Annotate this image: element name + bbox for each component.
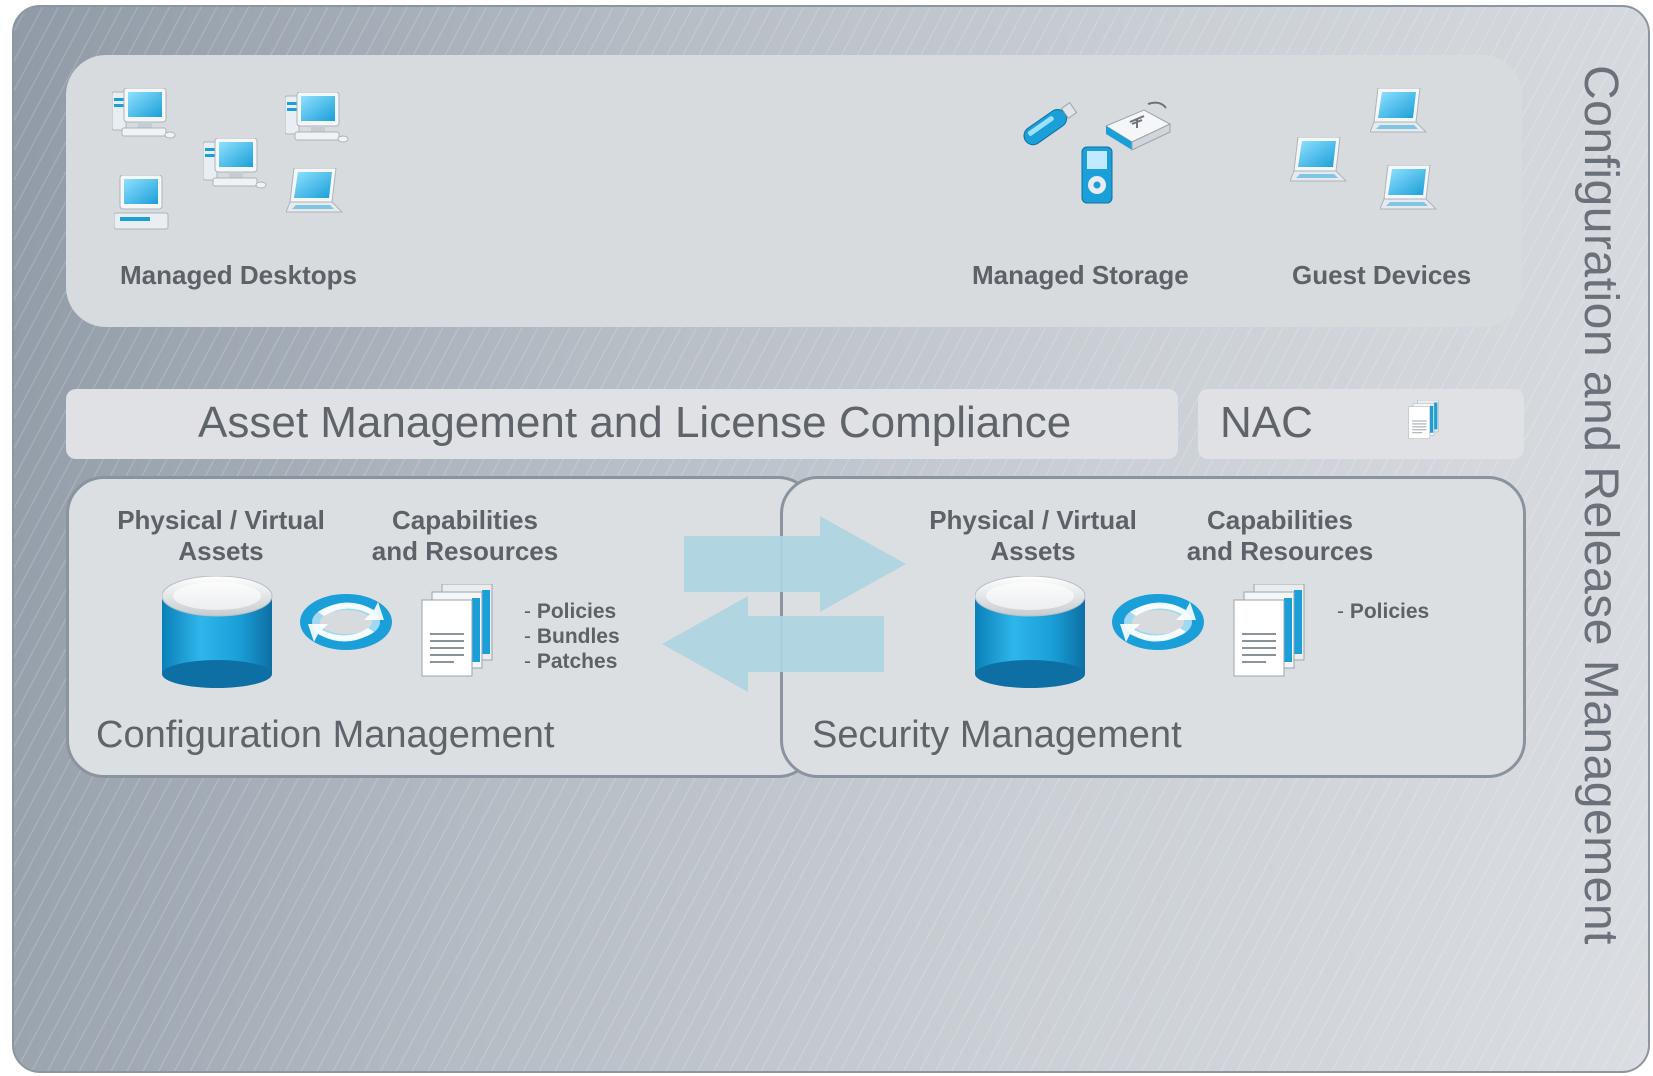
nac-label: NAC [1220,398,1313,447]
desktop-computer-icon [203,138,267,189]
asset-management-label: Asset Management and License Compliance [198,398,1072,447]
guest-devices-label: Guest Devices [1292,260,1472,290]
heading-line: Physical / Virtual [117,505,325,535]
usb-drive-icon [1023,102,1078,146]
frame-title: Configuration and Release Management [1574,65,1627,945]
capabilities-resources-heading: Capabilities and Resources [360,505,570,567]
desktop-computer-icon [285,92,349,143]
arrow-right-icon [684,516,906,612]
security-items-list: - Policies [1337,599,1429,624]
asset-management-bar [66,389,1178,459]
laptop-icon [1290,137,1347,182]
sync-icon [300,594,392,650]
managed-desktops-label: Managed Desktops [120,260,357,290]
desktop-computer-icon [114,175,169,230]
heading-line: Capabilities [392,505,538,535]
managed-storage-label: Managed Storage [972,260,1189,290]
heading-line: and Resources [371,536,559,566]
laptop-icon [1380,165,1437,210]
config-items-list: - Policies - Bundles - Patches [524,599,620,674]
laptop-icon [1370,88,1427,133]
list-item: - Policies [1337,600,1430,623]
heading-line: Capabilities [1207,505,1353,535]
sync-icon [1112,594,1204,650]
physical-virtual-assets-heading: Physical / Virtual Assets [110,505,332,567]
documents-icon [1408,400,1439,440]
heading-line: Physical / Virtual [929,505,1137,535]
heading-line: Assets [990,536,1076,566]
heading-line: Assets [178,536,264,566]
list-item: - Patches [524,650,618,673]
physical-virtual-assets-heading: Physical / Virtual Assets [922,505,1144,567]
documents-icon [1233,584,1305,677]
documents-icon [421,584,493,677]
media-player-icon [1081,146,1113,204]
security-management-title: Security Management [812,714,1182,756]
laptop-icon [286,168,343,213]
database-icon [975,576,1086,689]
database-icon [162,576,273,689]
arrow-left-icon [662,596,884,692]
external-drive-icon [1104,101,1172,151]
desktop-computer-icon [112,88,176,139]
list-item: - Bundles [524,625,620,648]
configuration-management-title: Configuration Management [96,714,555,756]
capabilities-resources-heading: Capabilities and Resources [1175,505,1385,567]
list-item: - Policies [524,600,617,623]
heading-line: and Resources [1186,536,1374,566]
nac-bar [1198,389,1524,459]
